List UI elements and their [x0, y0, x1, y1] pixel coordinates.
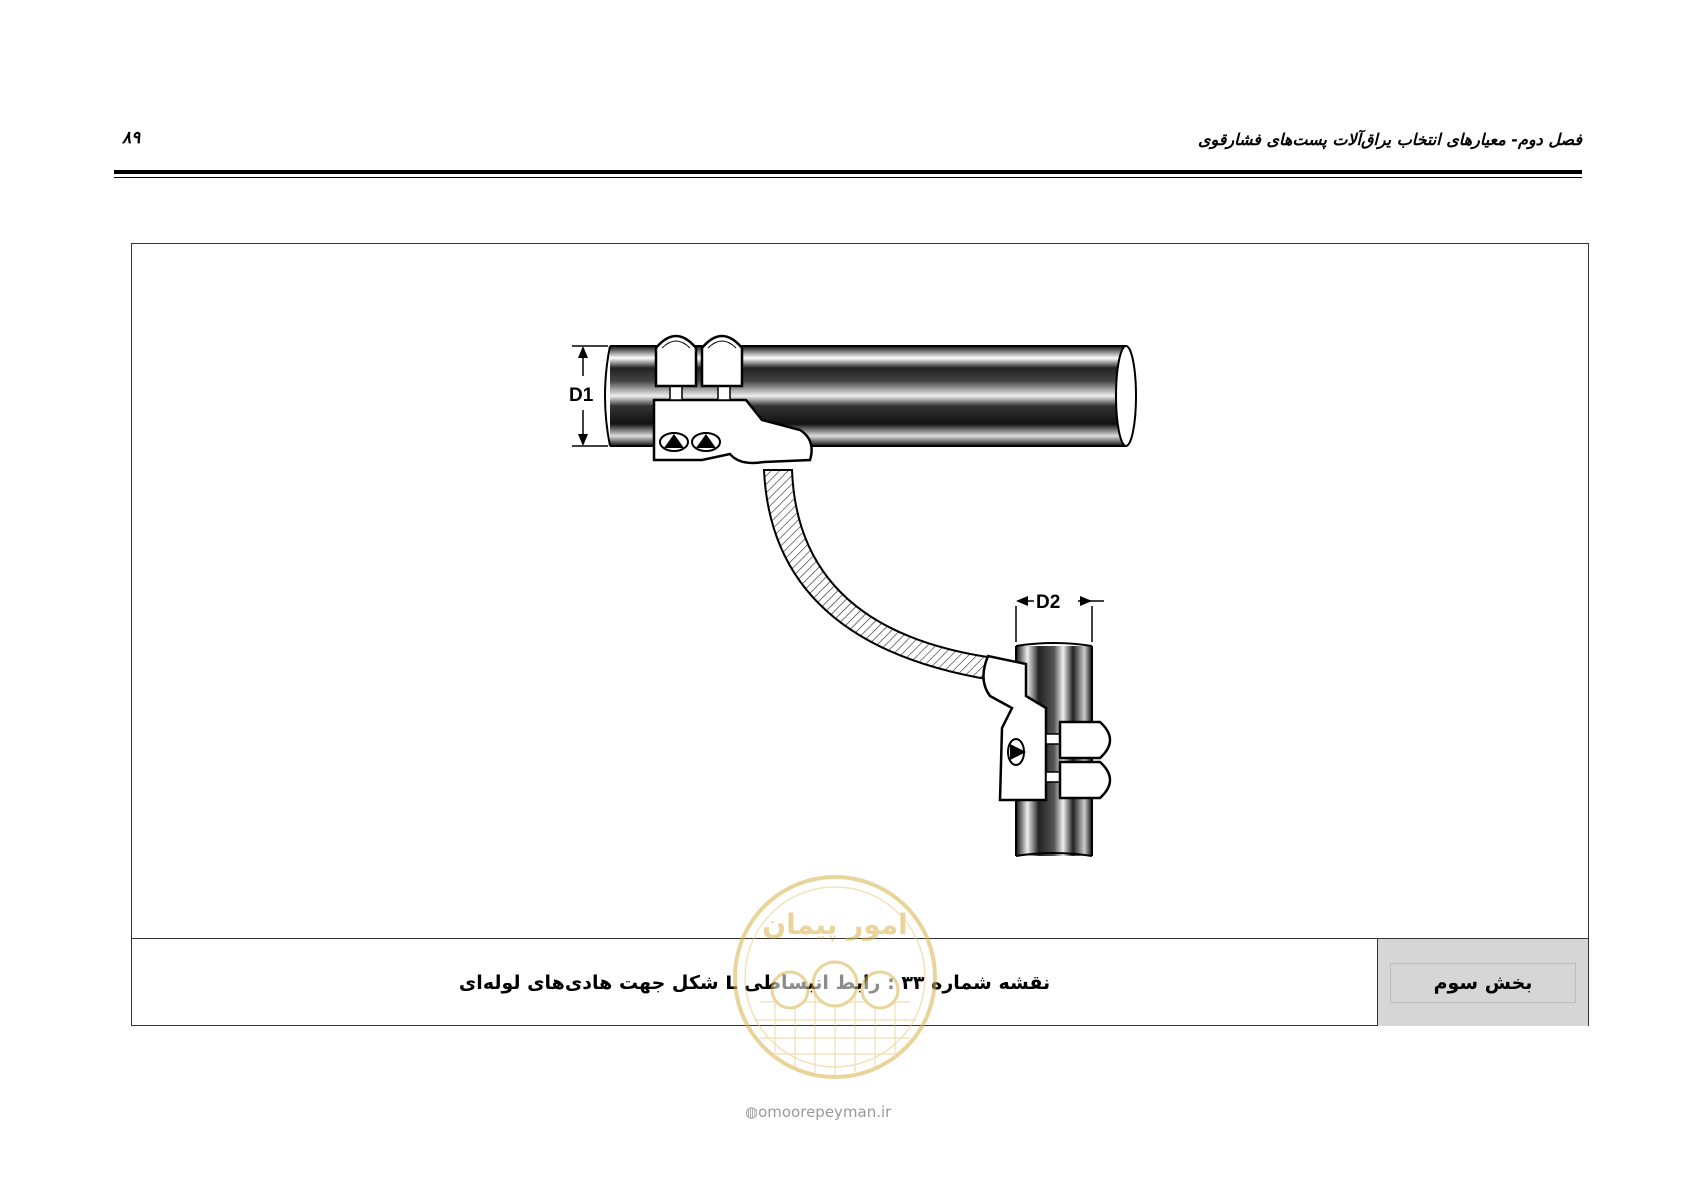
page-header: فصل دوم- معیارهای انتخاب یراق‌آلات پست‌ه…: [114, 122, 1582, 162]
header-rule-thick: [114, 170, 1582, 174]
watermark-url-text: omoorepeyman.ir: [758, 1103, 892, 1121]
chapter-title: فصل دوم- معیارهای انتخاب یراق‌آلات پست‌ه…: [1197, 130, 1582, 149]
section-cell: بخش سوم: [1377, 939, 1588, 1026]
globe-icon: ◍: [745, 1103, 759, 1121]
drawing-area: D1: [132, 244, 1588, 938]
d1-label: D1: [569, 385, 594, 406]
d2-label: D2: [1036, 592, 1060, 613]
l-shaped-expansion-connector-drawing: D1: [569, 334, 1137, 857]
d1-dimension: D1: [569, 345, 608, 447]
page-number: ۸۹: [122, 128, 141, 148]
caption-row: نقشه شماره ۳۳ : رابط انبساطی L شکل جهت ه…: [132, 938, 1588, 1026]
header-rule-thin: [114, 177, 1582, 178]
lower-clamp: [982, 654, 1112, 802]
upper-clamp: [652, 334, 813, 465]
watermark-url: ◍omoorepeyman.ir: [745, 1103, 945, 1121]
curved-arm: [762, 469, 996, 682]
figure-caption: نقشه شماره ۳۳ : رابط انبساطی L شکل جهت ه…: [458, 971, 1051, 994]
section-label: بخش سوم: [1390, 963, 1576, 1003]
d2-dimension: D2: [1015, 592, 1104, 642]
figure-frame: D1: [131, 243, 1589, 1026]
